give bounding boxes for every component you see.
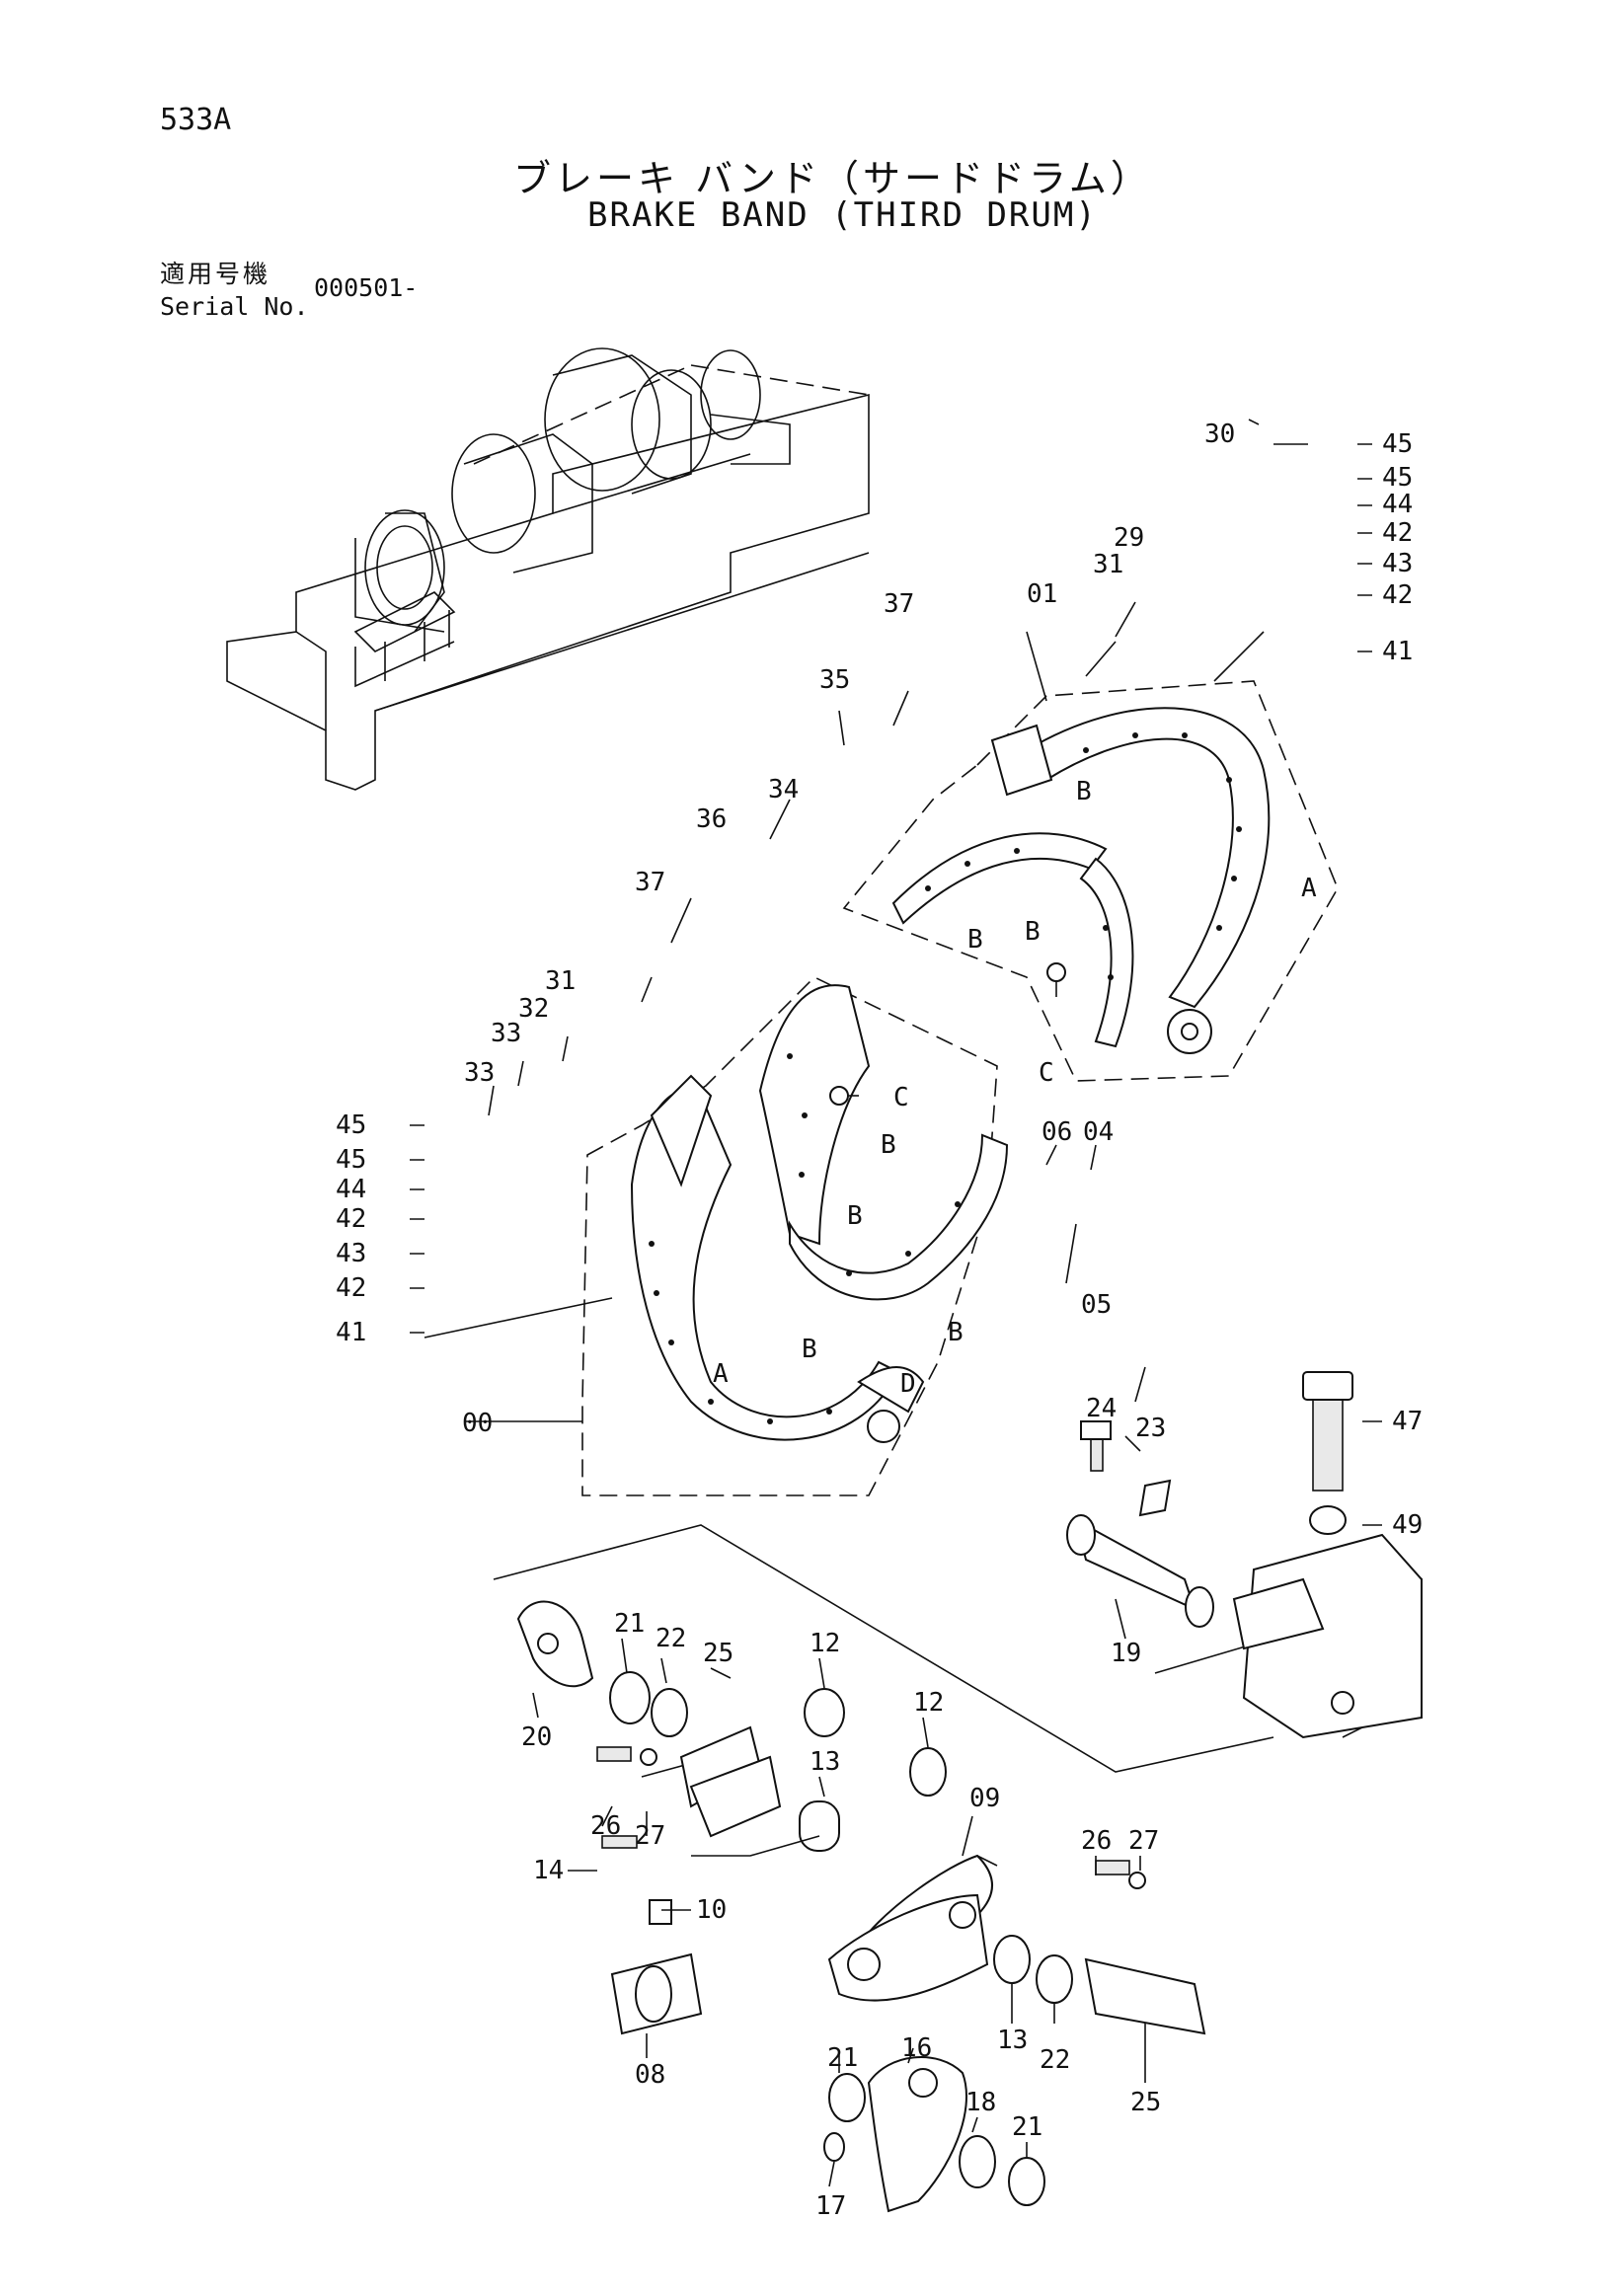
ref-letter-a: A [1301,874,1317,903]
part-number-callout: 26 [1081,1826,1112,1856]
part-number-callout: 31 [545,966,576,996]
leader-lines-lower [532,1638,1146,2187]
ref-letter-c: C [1039,1058,1054,1088]
ref-letter-b: B [1076,777,1092,806]
ref-letter-a: A [713,1359,729,1389]
part-number-callout: 42 [336,1204,366,1234]
part-callouts: 30 45 45 44 42 43 42 41 29 31 01 37 35 3… [336,420,1423,2221]
ref-letter-b: B [847,1201,863,1231]
part-number-callout: 23 [1135,1414,1166,1443]
part-number-callout: 27 [1128,1826,1159,1856]
part-number-callout: 45 [336,1110,366,1140]
part-number-callout: 25 [703,1639,733,1668]
part-number-callout: 12 [810,1629,840,1658]
part-number-callout: 18 [965,2088,996,2117]
page-title-english: BRAKE BAND (THIRD DRUM) [587,195,1098,235]
part-number-callout: 21 [614,1609,645,1639]
part-number-callout: 37 [884,589,914,619]
part-number-callout: 32 [518,994,549,1024]
part-number-callout: 30 [1204,420,1235,449]
leader-lines-upper [410,419,1382,1640]
part-number-callout: 41 [336,1318,366,1347]
part-number-callout: 45 [336,1145,366,1175]
part-number-callout: 13 [810,1747,840,1777]
ref-letter-d: D [900,1369,916,1399]
part-number-callout: 01 [1027,579,1057,609]
part-number-callout: 34 [768,775,799,804]
part-number-callout: 25 [1130,2088,1161,2117]
ref-letter-c: C [893,1083,909,1112]
part-number-callout: 42 [336,1273,366,1303]
machine-context-sketch [226,347,870,791]
serial-label-english: Serial No. [160,292,309,321]
part-number-callout: 16 [901,2033,932,2063]
ref-letter-b: B [967,925,983,955]
part-number-callout: 26 [590,1811,621,1841]
part-number-callout: 09 [969,1784,1000,1813]
part-number-callout: 13 [997,2026,1028,2055]
part-number-callout: 49 [1392,1510,1423,1540]
part-number-callout: 31 [1093,550,1123,579]
part-number-callout: 14 [533,1856,564,1885]
page-title-japanese: ブレーキ バンド（サードドラム） [513,157,1152,200]
part-number-callout: 35 [819,665,850,695]
part-number-callout: 19 [1111,1639,1141,1668]
part-number-callout: 10 [696,1895,727,1925]
part-number-callout: 44 [1382,490,1413,519]
part-number-callout: 43 [1382,549,1413,578]
part-number-callout: 42 [1382,518,1413,548]
upper-band-assembly [842,680,1339,1082]
serial-value: 000501- [314,273,419,302]
serial-label-japanese: 適用号機 [160,260,271,288]
ref-letter-b: B [802,1335,817,1364]
part-number-callout: 00 [462,1409,493,1438]
part-number-callout: 21 [1012,2112,1042,2142]
part-number-callout: 33 [491,1019,521,1048]
part-number-callout: 06 [1041,1117,1072,1147]
part-number-callout: 08 [635,2060,665,2090]
lower-band-assembly [581,976,1009,1496]
part-number-callout: 22 [656,1624,686,1653]
part-number-callout: 45 [1382,429,1413,459]
part-number-callout: 33 [464,1058,495,1088]
part-number-callout: 21 [827,2043,858,2073]
ref-letter-b: B [1025,917,1041,947]
part-number-callout: 05 [1081,1290,1112,1320]
part-number-callout: 42 [1382,580,1413,610]
part-number-callout: 24 [1086,1394,1117,1423]
part-number-callout: 12 [913,1688,944,1718]
part-number-callout: 45 [1382,463,1413,493]
part-number-callout: 27 [635,1821,665,1851]
part-number-callout: 22 [1040,2045,1070,2075]
part-number-callout: 43 [336,1239,366,1268]
part-number-callout: 47 [1392,1407,1423,1436]
ref-letter-b: B [881,1130,896,1160]
lever-linkage-assembly [493,1371,1423,2213]
part-number-callout: 37 [635,868,665,897]
part-number-callout: 17 [815,2191,846,2221]
reference-letters: A B B B C B C B B B A D [713,777,1317,1399]
ref-letter-b: B [948,1318,964,1347]
part-number-callout: 44 [336,1175,366,1204]
part-number-callout: 20 [521,1722,552,1752]
part-number-callout: 04 [1083,1117,1114,1147]
part-number-callout: 36 [696,804,727,834]
page-code: 533A [160,103,232,137]
part-number-callout: 41 [1382,637,1413,666]
part-number-callout: 29 [1114,523,1144,553]
